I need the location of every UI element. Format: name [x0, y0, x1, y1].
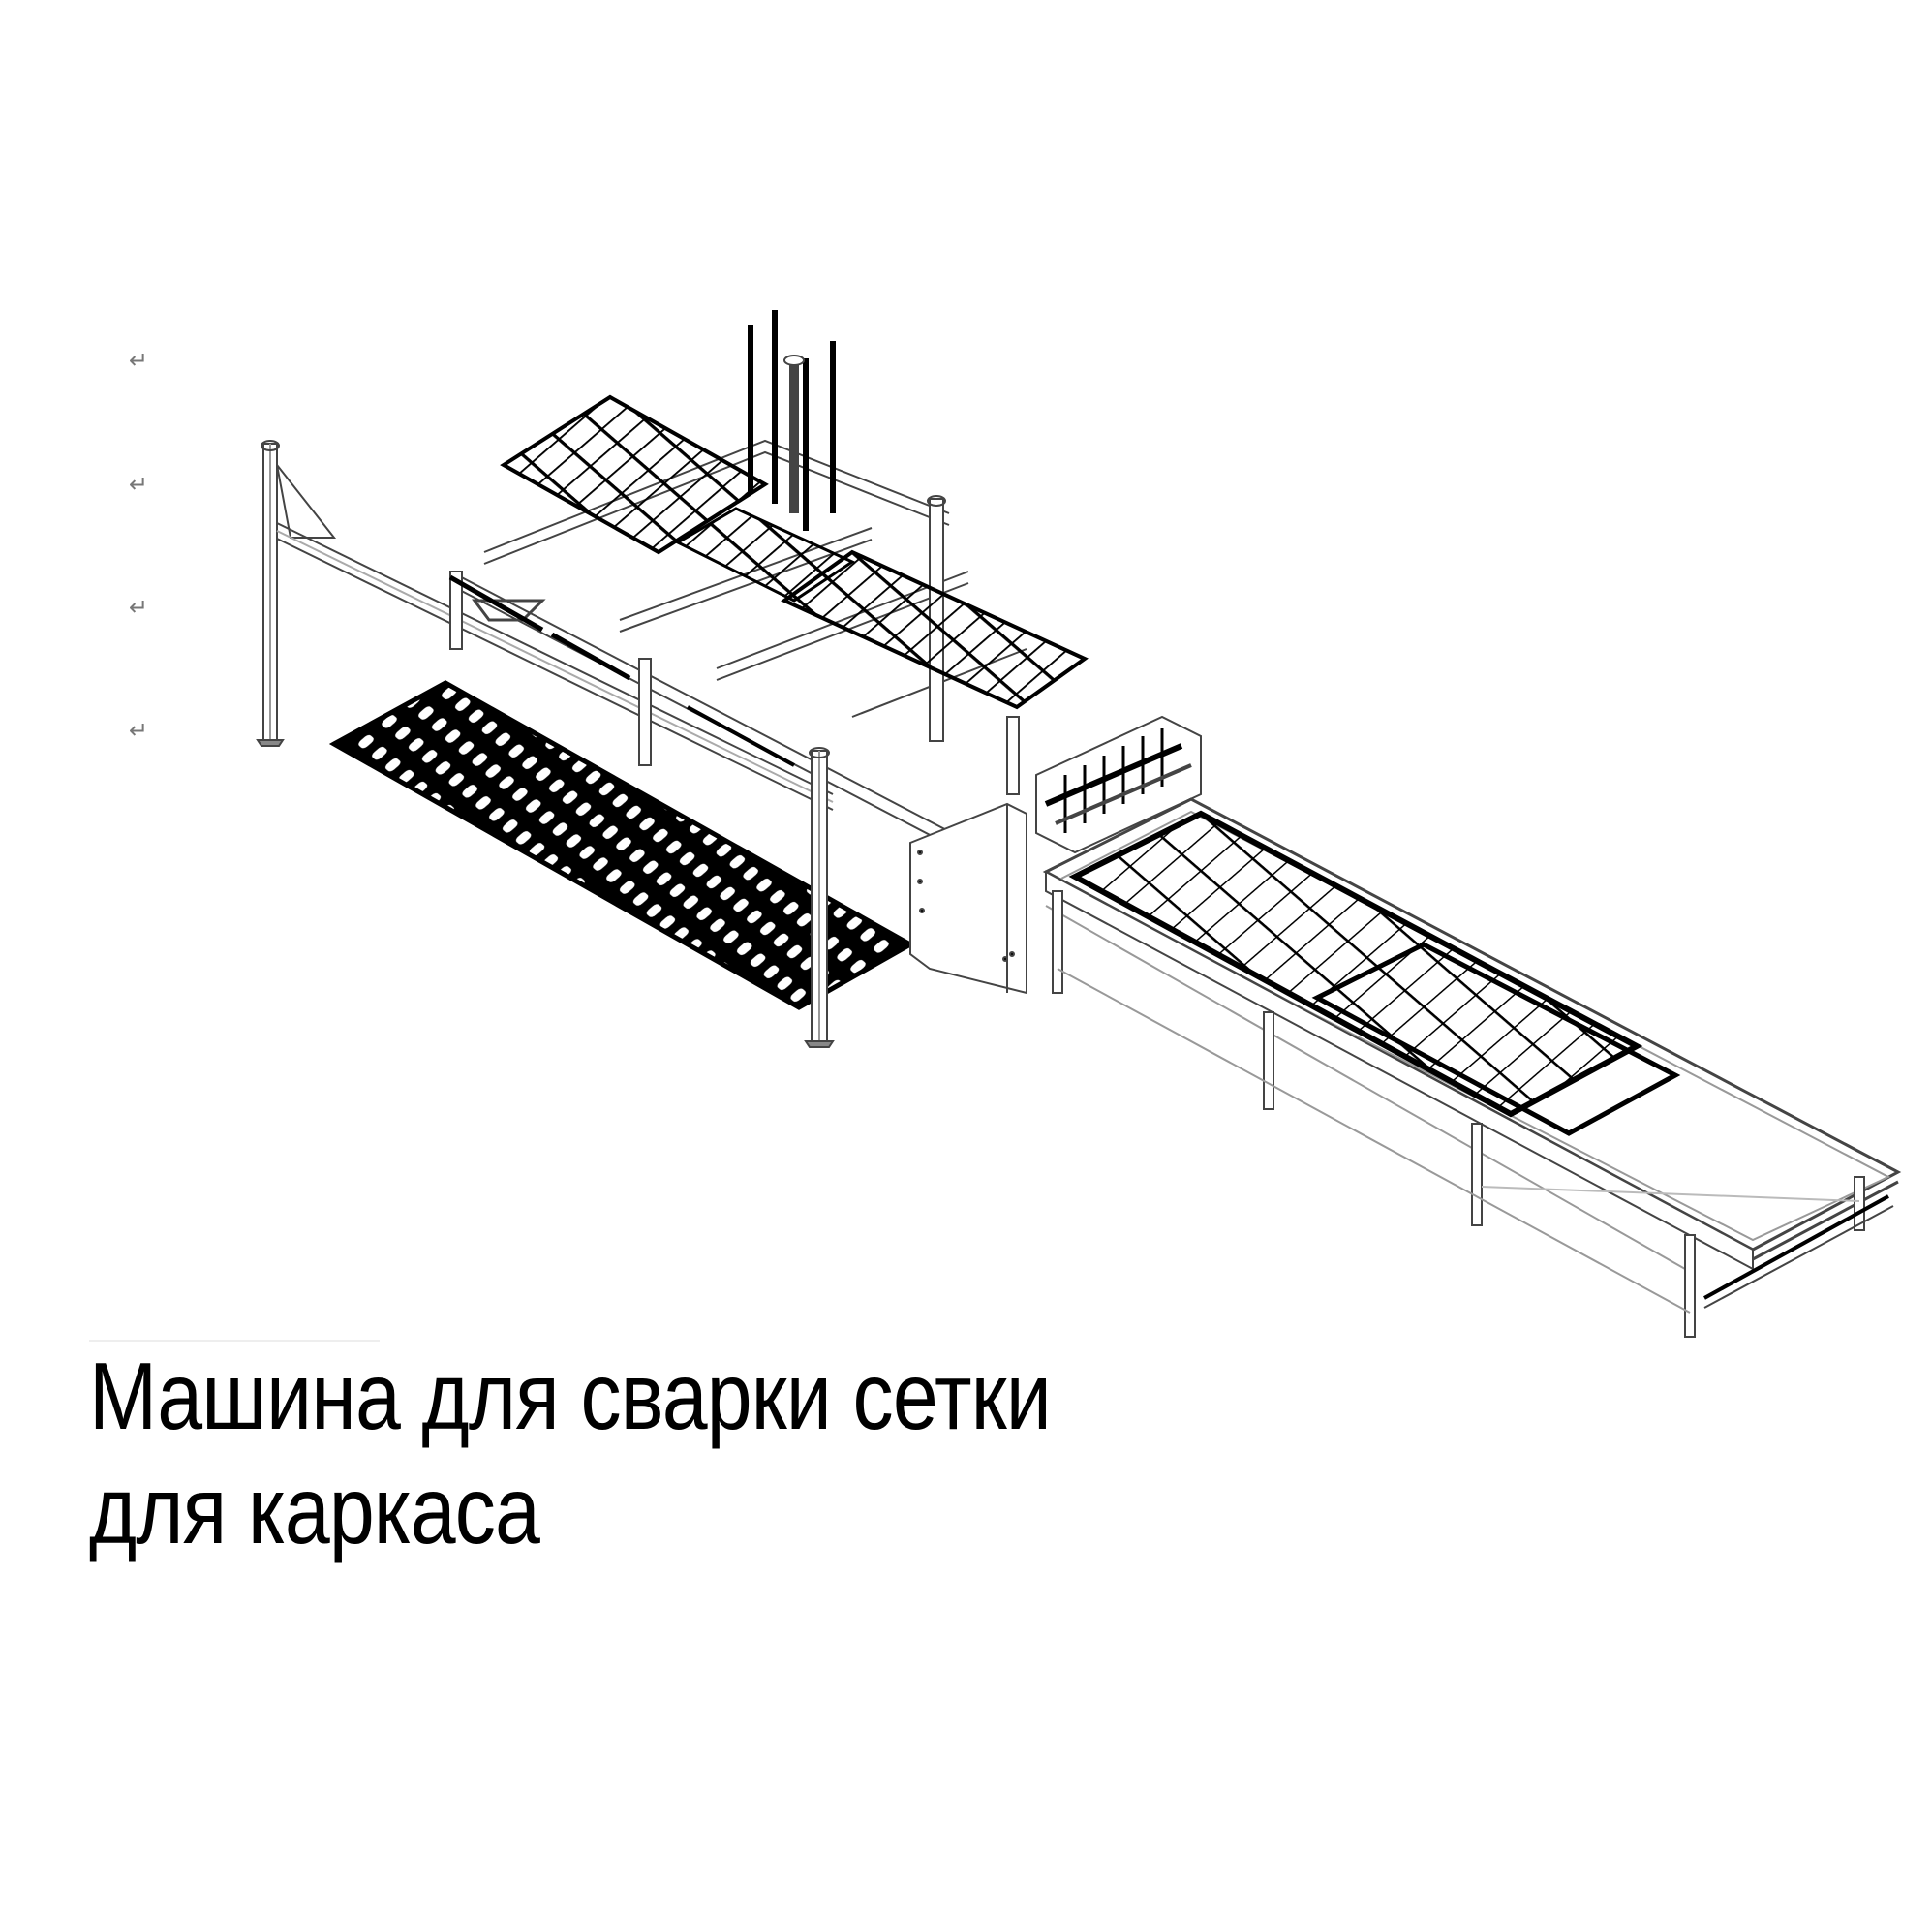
front-support-post: [804, 747, 835, 1048]
main-beam: [276, 522, 834, 811]
paragraph-return-mark: ↵: [129, 717, 149, 744]
mesh-panel-on-table-2: [1311, 942, 1681, 1136]
welding-table: [1042, 797, 1902, 1338]
paragraph-return-mark: ↵: [129, 594, 149, 621]
mesh-panel-on-table: [1068, 810, 1643, 1118]
welding-heads: [1035, 715, 1202, 854]
paragraph-return-mark: ↵: [129, 471, 149, 498]
left-support-post: [256, 440, 337, 747]
control-cabinet: [909, 802, 1027, 995]
caption-line-1: Машина для сварки сетки: [89, 1343, 1052, 1449]
figure-caption: Машина для сварки сетки для каркаса: [89, 1339, 1052, 1567]
divider: [89, 1340, 380, 1342]
caption-line-2: для каркаса: [89, 1457, 540, 1563]
mesh-panel-upper-mid: [674, 507, 856, 603]
paragraph-return-mark: ↵: [129, 347, 149, 374]
lifting-rods: [748, 310, 836, 531]
mesh-panel-upper-left: [500, 394, 769, 555]
